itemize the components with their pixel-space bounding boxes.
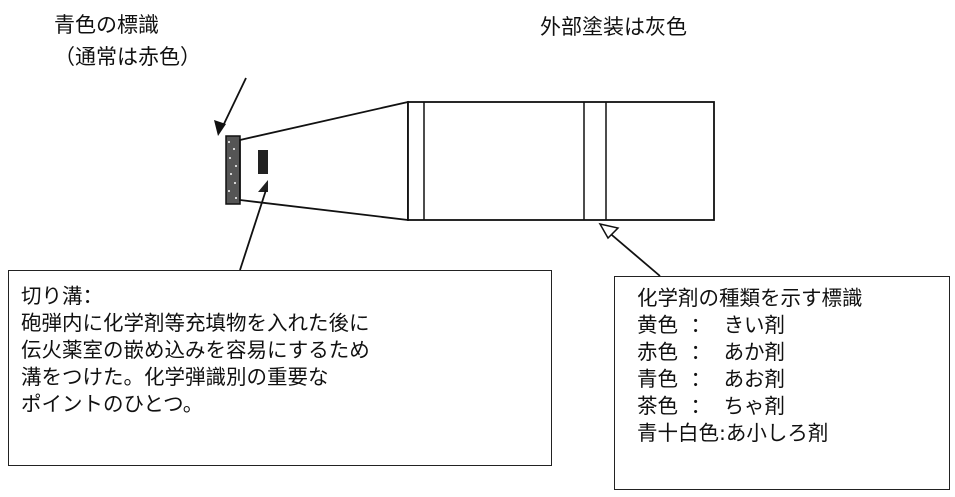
agent-color: 茶色 bbox=[637, 394, 678, 418]
agent-name: あお剤 bbox=[723, 367, 786, 391]
agent-sep: ： bbox=[690, 340, 712, 364]
shell-main-body bbox=[407, 101, 715, 221]
agent-type-entry: 茶色 ： ちゃ剤 bbox=[637, 393, 949, 420]
agent-name: ちゃ剤 bbox=[723, 394, 786, 418]
agent-type-entry: 赤色 ： あか剤 bbox=[637, 339, 949, 366]
agent-sep: ： bbox=[690, 313, 712, 337]
groove-callout-line: 砲弾内に化学剤等充填物を入れた後に bbox=[21, 311, 370, 335]
agent-color: 青十白色 bbox=[637, 421, 719, 445]
agent-name: あ小しろ剤 bbox=[725, 421, 829, 445]
groove-callout-line: ポイントのひとつ。 bbox=[21, 392, 204, 416]
groove-callout-line: 伝火薬室の嵌め込みを容易にするため bbox=[21, 338, 370, 362]
agent-pointer-line bbox=[605, 229, 661, 277]
agent-sep: : bbox=[719, 421, 726, 445]
agent-name: きい剤 bbox=[723, 313, 786, 337]
groove-callout-line: 溝をつけた。化学弾識別の重要な bbox=[21, 365, 329, 389]
agent-sep: ： bbox=[690, 394, 712, 418]
blue-marking-title: 青色の標識 bbox=[54, 13, 159, 37]
agent-type-entry: 青十白色:あ小しろ剤 bbox=[637, 420, 949, 447]
agent-type-box: 化学剤の種類を示す標識 黄色 ： きい剤 赤色 ： あか剤 青色 ： あお剤 茶… bbox=[614, 276, 950, 490]
groove-mark-upper bbox=[258, 150, 268, 174]
agent-type-entry: 青色 ： あお剤 bbox=[637, 366, 949, 393]
blue-marking-arrow bbox=[221, 77, 247, 129]
agent-sep: ： bbox=[690, 367, 712, 391]
agent-type-entry: 黄色 ： きい剤 bbox=[637, 312, 949, 339]
groove-callout-title: 切り溝： bbox=[21, 284, 103, 308]
groove-callout-box: 切り溝： 砲弾内に化学剤等充填物を入れた後に 伝火薬室の嵌め込みを容易にするため… bbox=[8, 270, 552, 466]
agent-color: 黄色 bbox=[637, 313, 678, 337]
groove-pointer-line bbox=[239, 189, 267, 271]
groove-mark-lower bbox=[258, 180, 268, 192]
agent-color: 青色 bbox=[637, 367, 678, 391]
exterior-paint-label: 外部塗装は灰色 bbox=[540, 15, 687, 39]
blue-marking-band bbox=[225, 135, 241, 205]
marking-speckle bbox=[228, 141, 237, 199]
blue-marking-arrowhead bbox=[214, 120, 226, 136]
agent-name: あか剤 bbox=[723, 340, 786, 364]
blue-marking-note: （通常は赤色） bbox=[54, 45, 201, 69]
agent-pointer-arrowhead bbox=[598, 222, 620, 240]
agent-type-title: 化学剤の種類を示す標識 bbox=[637, 286, 863, 310]
agent-color: 赤色 bbox=[637, 340, 678, 364]
